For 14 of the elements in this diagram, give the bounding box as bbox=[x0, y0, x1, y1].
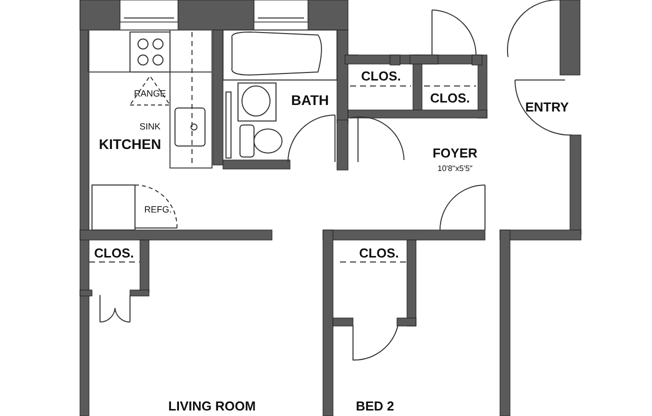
appliance-label: RANGE bbox=[134, 90, 166, 98]
room-label: CLOS. bbox=[430, 92, 470, 104]
dimension-label: 10'8"x5'5" bbox=[438, 165, 472, 173]
room-label: LIVING ROOM bbox=[168, 400, 256, 412]
room-label: CLOS. bbox=[359, 246, 399, 260]
appliance-label: REFG. bbox=[144, 206, 172, 214]
room-label: FOYER bbox=[432, 146, 478, 160]
room-label: CLOS. bbox=[94, 246, 134, 260]
fixture-label: SINK bbox=[140, 122, 160, 132]
room-label: CLOS. bbox=[361, 70, 401, 82]
room-label: BATH bbox=[291, 93, 329, 107]
room-label: ENTRY bbox=[525, 100, 569, 114]
room-label: KITCHEN bbox=[98, 137, 162, 151]
room-label: BED 2 bbox=[356, 400, 394, 412]
